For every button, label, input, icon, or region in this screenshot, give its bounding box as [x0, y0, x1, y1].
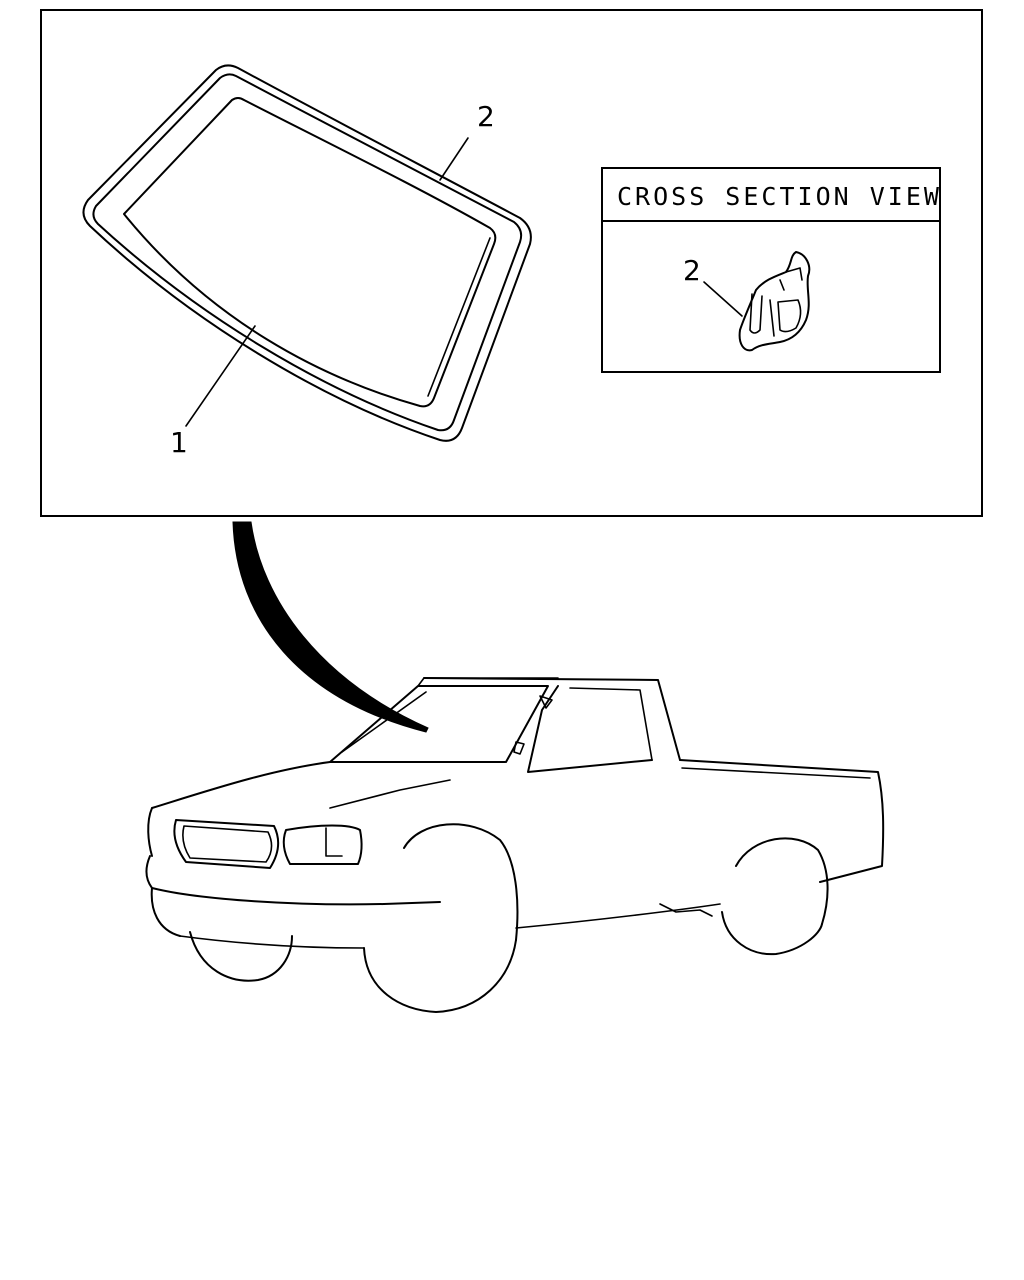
weatherstrip-inner-edge	[92, 73, 523, 432]
weatherstrip-profile	[738, 251, 811, 352]
windshield-assembly	[82, 64, 532, 442]
glass-leader-line	[185, 325, 256, 427]
weatherstrip-leader-line	[439, 137, 469, 181]
windshield-glass	[123, 97, 497, 408]
pickup-truck	[145, 677, 885, 1013]
cross-section-title: CROSS SECTION VIEW	[617, 182, 942, 211]
callout-1: 1	[170, 426, 188, 459]
section-callout-2: 2	[683, 254, 701, 287]
cross-section-view: CROSS SECTION VIEW 2	[601, 167, 942, 373]
section-leader-line	[703, 281, 743, 317]
callout-2: 2	[477, 100, 495, 133]
weatherstrip-outer-edge	[82, 64, 532, 442]
windshield-glass-bevel	[427, 237, 491, 397]
detail-pointer-arrow	[232, 521, 429, 733]
